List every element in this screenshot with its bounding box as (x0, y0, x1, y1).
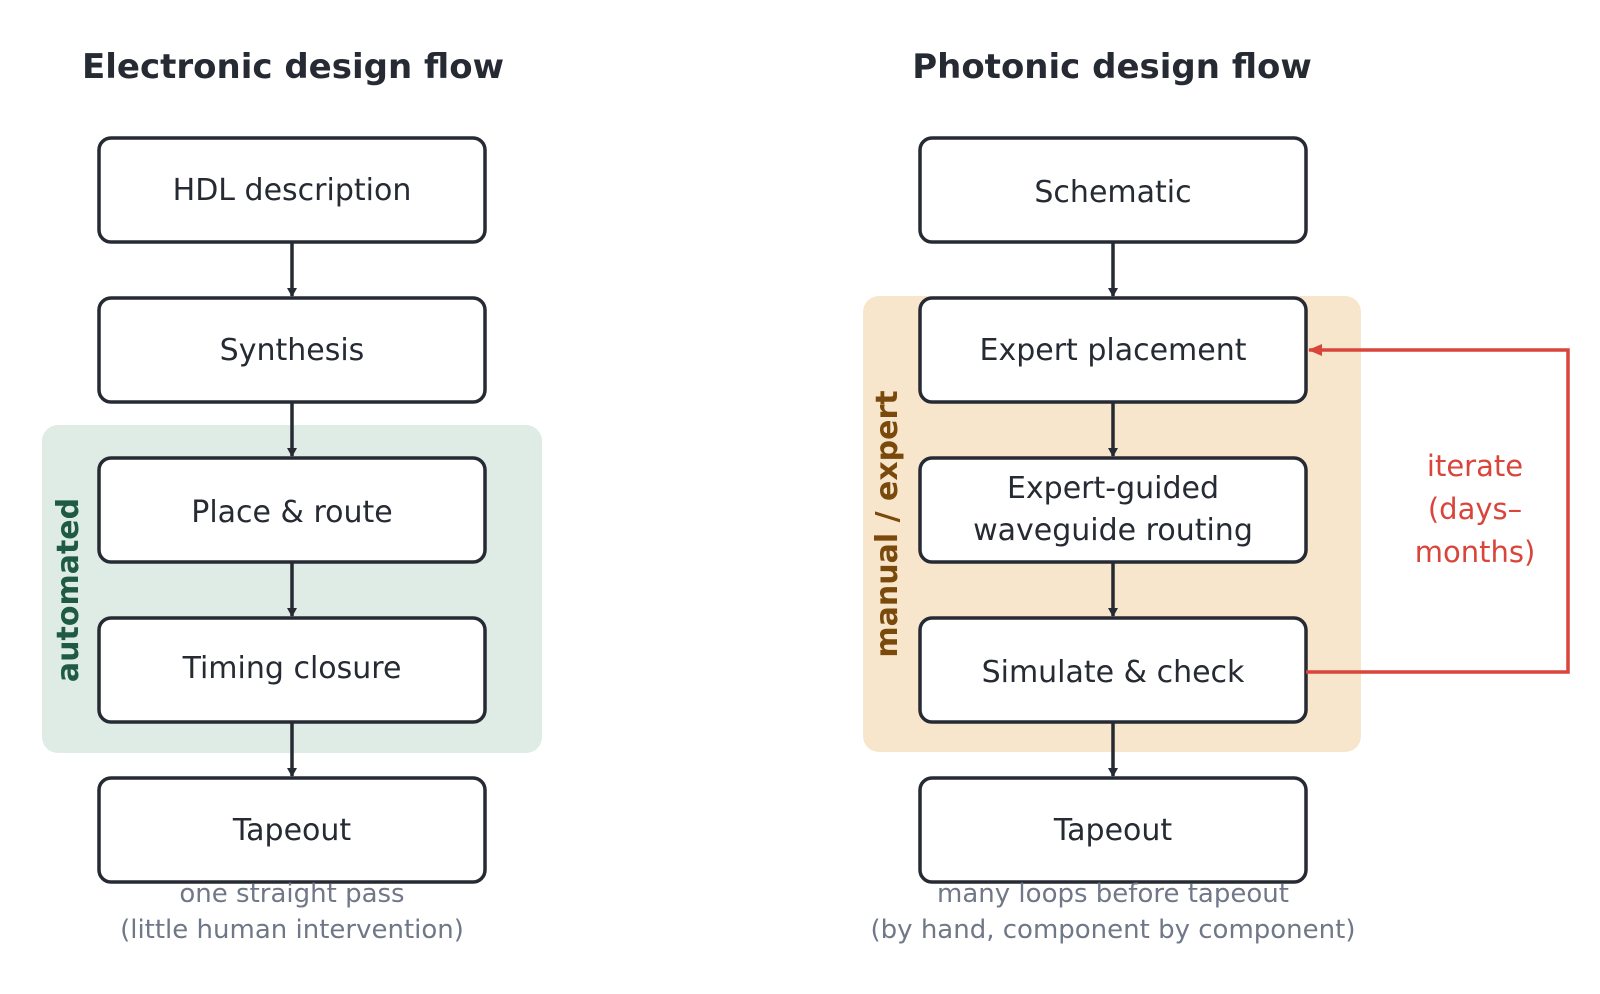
electronic-flow: automated Electronic design flow HDL des… (42, 47, 542, 945)
iterate-loop-arrow (1306, 344, 1570, 674)
manual-expert-band-label: manual / expert (870, 390, 905, 657)
photonic-step-schematic: Schematic (1034, 175, 1191, 210)
photonic-flow-title: Photonic design flow (912, 47, 1312, 87)
photonic-step-simulate-check: Simulate & check (982, 655, 1245, 690)
electronic-step-tapeout: Tapeout (232, 813, 352, 848)
iterate-label-line2: (days– (1428, 492, 1522, 526)
photonic-note-line2: (by hand, component by component) (871, 915, 1356, 945)
electronic-flow-title: Electronic design flow (82, 47, 504, 87)
photonic-step-waveguide-routing-line1: Expert-guided (1007, 471, 1219, 506)
photonic-flow: manual / expert Photonic design flow Sch… (863, 47, 1570, 945)
automated-band-label: automated (51, 498, 86, 682)
electronic-step-timing-closure: Timing closure (182, 651, 402, 686)
photonic-step-tapeout-box (918, 776, 1308, 884)
electronic-step-hdl-description: HDL description (173, 173, 412, 208)
electronic-note-line2: (little human intervention) (120, 915, 464, 945)
iterate-label-line3: months) (1415, 535, 1536, 569)
electronic-step-place-route: Place & route (191, 495, 393, 530)
photonic-step-waveguide-routing-line2: waveguide routing (973, 513, 1253, 548)
electronic-step-synthesis: Synthesis (220, 333, 365, 368)
photonic-step-expert-placement: Expert placement (979, 333, 1246, 368)
photonic-note-line1: many loops before tapeout (937, 879, 1289, 909)
photonic-step-tapeout: Tapeout (1053, 813, 1173, 848)
iterate-label-line1: iterate (1427, 449, 1523, 483)
electronic-note-line1: one straight pass (179, 879, 404, 909)
electronic-step-tapeout-box (97, 776, 487, 884)
